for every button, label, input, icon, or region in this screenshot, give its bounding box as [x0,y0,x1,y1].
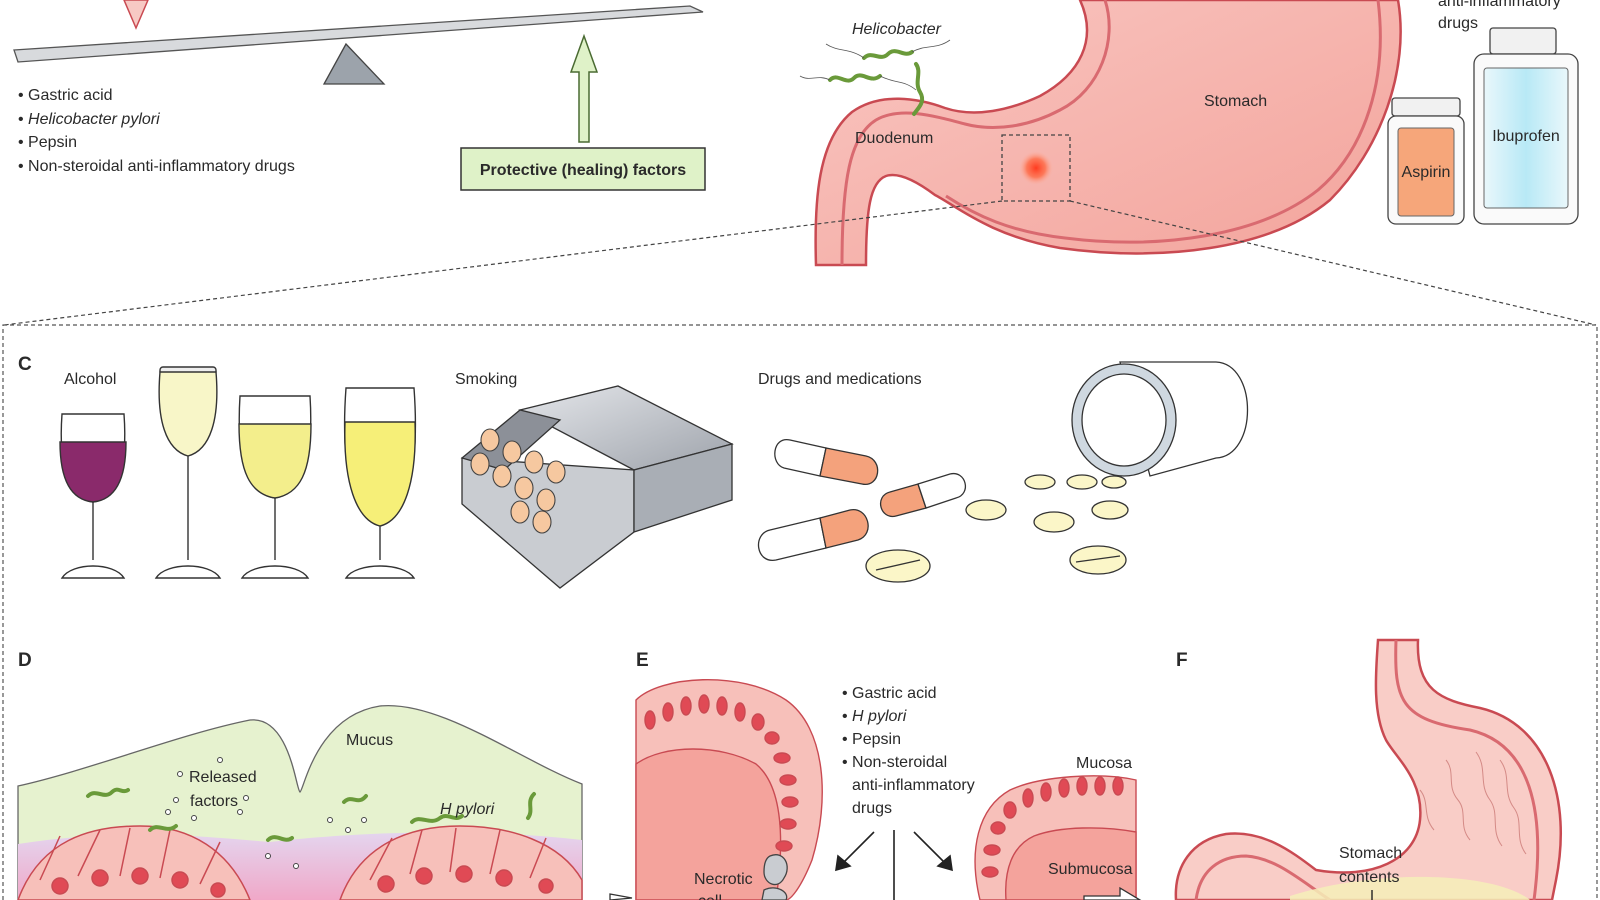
factor-list-e: • Gastric acid • H pylori • Pepsin • Non… [842,685,975,817]
e-factor-4-cont-1: anti-inflammatory [852,777,975,794]
risk-factor-2: • Helicobacter pylori [18,111,160,128]
crypt-right [974,775,1137,900]
submucosa-label: Submucosa [1048,861,1133,878]
pills-and-capsules [757,361,1249,583]
aspirin-label: Aspirin [1402,164,1451,181]
risk-factor-3: • Pepsin [18,134,77,151]
nsaid-label-line1: anti-inflammatory [1438,0,1561,10]
panel-f-stomach: F Stomach contents [1174,638,1563,900]
rugae-folds [1419,751,1527,855]
panel-e-letter: E [636,650,649,671]
panel-c-risk-factors: C Alcohol Smoking Drugs and medications [18,354,1249,589]
stomach-body [814,0,1402,267]
stomach-f-body [1174,638,1563,900]
panel-c-letter: C [18,354,32,375]
helicobacter-flagella [799,39,951,91]
ulcer-highlight-box [1001,134,1071,202]
helicobacter-label: Helicobacter [852,21,942,38]
white-wine-glass [238,395,312,579]
h-pylori-bacteria-d [86,787,536,842]
e-factor-3: • Pepsin [842,731,901,748]
risk-factor-1: • Gastric acid [18,87,113,104]
pill-bottle-tipped [1071,361,1249,477]
capsule-3 [757,509,869,561]
cigarettes [470,428,566,534]
cigarette-pack [460,385,734,589]
capsule-2 [880,473,966,517]
ibuprofen-label: Ibuprofen [1492,128,1560,145]
helicobacter-bacteria [828,49,925,116]
panel-d-mucosa: D Mucu [17,650,633,900]
e-factor-1: • Gastric acid [842,685,937,702]
drugs-label: Drugs and medications [758,371,922,388]
ibuprofen-bottle: Ibuprofen [1473,27,1579,225]
stomach-f-inner [1194,639,1540,900]
alcohol-label: Alcohol [64,371,116,388]
panel-a-balance: • Gastric acid • Helicobacter pylori • P… [13,0,706,191]
large-white-wine-glass [343,387,417,579]
crypt-left [635,679,823,900]
risk-factor-4: • Non-steroidal anti-inflammatory drugs [18,158,295,175]
protective-factors-box [460,147,706,191]
duodenum-label: Duodenum [855,130,933,147]
wine-glasses [59,366,417,579]
red-wine-glass [59,413,127,579]
protective-up-arrow [569,33,599,143]
risk-factor-list: • Gastric acid • Helicobacter pylori • P… [18,87,295,175]
necrotic-cell-label-line1: Necrotic [694,871,753,888]
panel-b-stomach: Helicobacter Duodenum Stomach anti-infla… [799,0,1579,267]
aspirin-bottle: Aspirin [1387,97,1465,225]
stomach-contents-line2: contents [1339,869,1399,886]
pointer-triangle [123,0,149,30]
champagne-flute [154,366,222,579]
e-factor-2: • H pylori [842,708,907,725]
stomach-label: Stomach [1204,93,1267,110]
seesaw-beam [13,5,704,63]
epithelial-cells-left [17,825,251,900]
mucosa-label: Mucosa [1076,755,1132,772]
released-factor-dots [165,757,367,869]
e-factor-4: • Non-steroidal [842,754,947,771]
factor-arrows-e [835,830,953,900]
released-factors-line1: Released [189,769,257,786]
panel-e-ulceration: E [635,650,1142,900]
e-factor-4-cont-2: drugs [852,800,892,817]
stomach-contents-line1: Stomach [1339,845,1402,862]
panel-c-to-f-frame [2,324,1598,900]
protective-factors-label: Protective (healing) factors [480,162,686,179]
arrow-d-to-e [609,893,633,900]
capsule-1 [774,439,879,485]
panel-f-letter: F [1176,650,1188,671]
released-factors-line2: factors [190,793,238,810]
h-pylori-label-d: H pylori [440,801,495,818]
mucus-label: Mucus [346,732,393,749]
nsaid-label-line2: drugs [1438,15,1478,32]
epithelial-cells-right [339,825,583,900]
stomach-contents [1290,876,1530,900]
panel-d-letter: D [18,650,32,671]
seesaw-fulcrum [322,42,386,85]
arrow-e-to-f [1083,886,1142,900]
necrotic-cell [761,854,788,900]
stomach-lower-wall [945,0,1382,244]
ulcer-spot [1019,151,1053,185]
stomach-inner-wall [840,0,1111,266]
smoking-label: Smoking [455,371,517,388]
tablets [865,474,1129,583]
necrotic-cell-label-line2: cell [698,893,722,900]
zoom-connectors [3,200,1597,326]
